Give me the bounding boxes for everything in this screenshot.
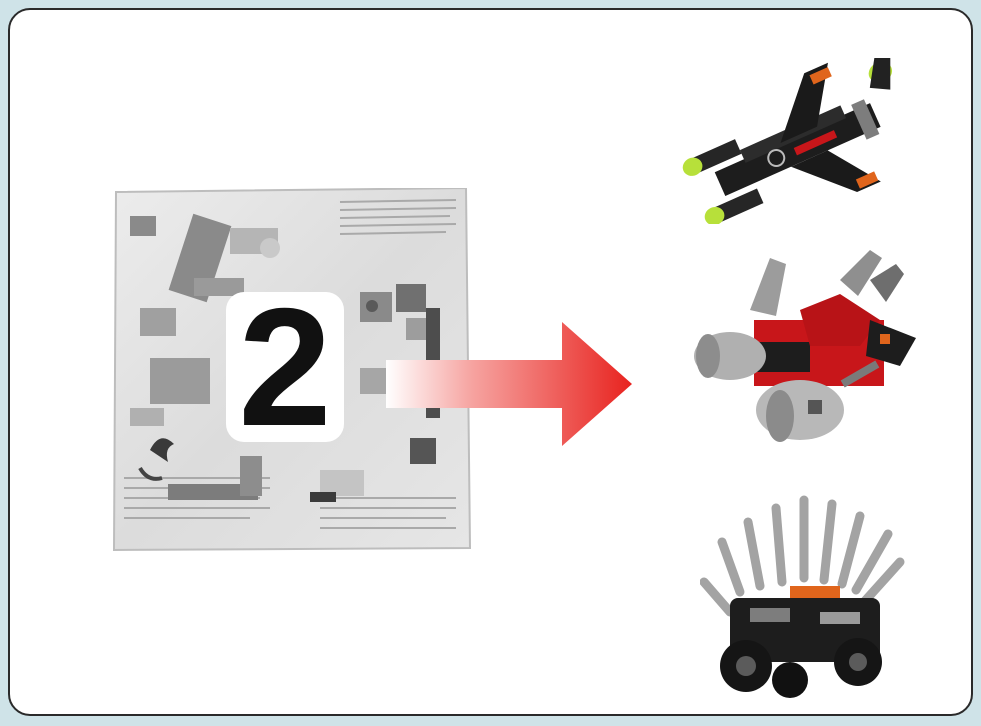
- bag-number: 2: [226, 292, 344, 442]
- spiked-vehicle-model-icon: [700, 482, 910, 702]
- jet-model-icon: [682, 58, 932, 224]
- right-arrow-icon: [386, 322, 632, 446]
- instruction-panel: 2: [8, 8, 973, 716]
- red-craft-model-icon: [690, 250, 930, 450]
